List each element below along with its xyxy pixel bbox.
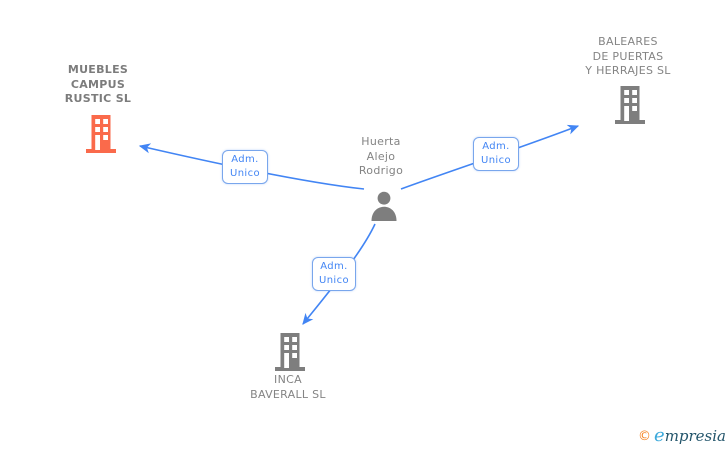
edge-label-adm-unico-muebles[interactable]: Adm. Unico	[222, 150, 268, 184]
building-icon[interactable]	[274, 333, 306, 371]
company-label-inca-baverall[interactable]: INCA BAVERALL SL	[250, 373, 326, 401]
brand-name: mpresia	[664, 427, 726, 445]
empresia-logo[interactable]: ©empresia	[638, 427, 726, 446]
building-icon[interactable]	[614, 86, 646, 124]
company-label-baleares-de-puertas[interactable]: BALEARES DE PUERTAS Y HERRAJES SL	[585, 35, 671, 77]
edge-label-adm-unico-inca[interactable]: Adm. Unico	[312, 257, 356, 291]
edge-label-adm-unico-baleares[interactable]: Adm. Unico	[473, 137, 519, 171]
person-icon[interactable]	[368, 191, 400, 221]
copyright-icon: ©	[638, 429, 652, 444]
company-label-muebles-campus-rustic[interactable]: MUEBLES CAMPUS RUSTIC SL	[64, 63, 132, 105]
brand-initial: e	[654, 425, 665, 446]
building-icon[interactable]	[85, 115, 117, 153]
person-label-huerta-alejo-rodrigo[interactable]: Huerta Alejo Rodrigo	[358, 135, 404, 177]
